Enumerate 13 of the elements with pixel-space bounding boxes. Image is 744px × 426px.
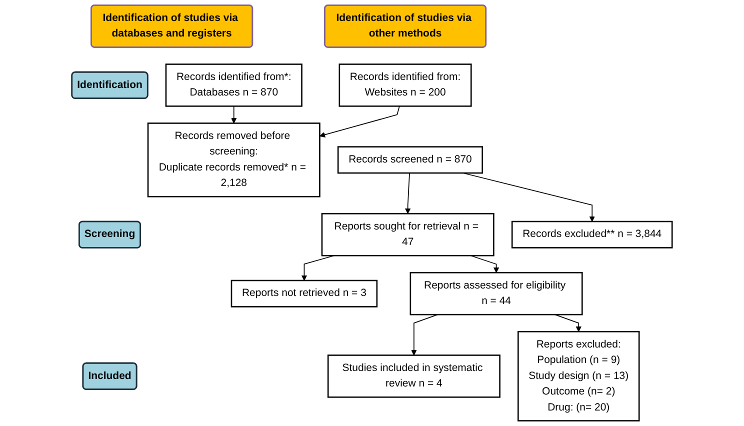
node-box: Reports assessed for eligibility n = 44: [410, 272, 583, 316]
arrow: [319, 106, 400, 138]
node-box: Records removed before screening: Duplicate records removed* n = 2,128: [147, 122, 320, 198]
arrow: [231, 106, 237, 124]
node-box: Reports excluded: Population (n = 9) Study design (n = 13) Outcome (n= 2) Drug: (n= 20): [518, 330, 640, 422]
arrow: [404, 172, 411, 214]
node-box: Records excluded** n = 3,844: [511, 220, 673, 248]
node-box: Reports not retrieved n = 3: [230, 280, 378, 308]
node-box: Records screened n = 870: [337, 146, 483, 174]
node-box: Records identified from: Websites n = 200: [338, 64, 472, 107]
node-box: Studies included in systematic review n = 4: [327, 354, 500, 398]
node-box: Records identified from*: Databases n = 870: [165, 64, 302, 107]
node-box: Reports sought for retrieval n = 47: [321, 213, 494, 256]
